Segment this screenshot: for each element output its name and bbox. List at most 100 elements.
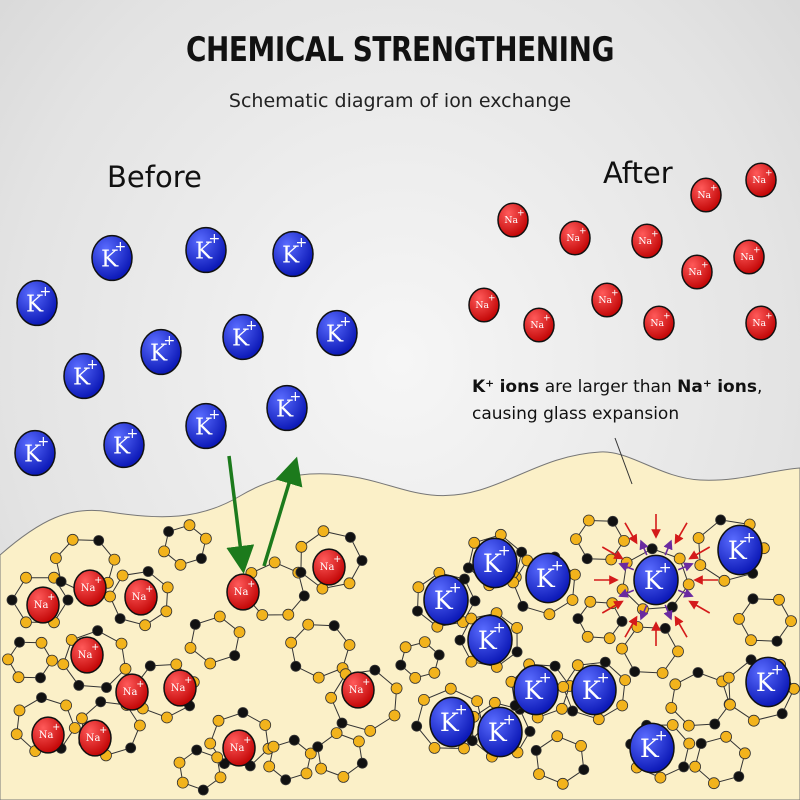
oxygen-node (330, 727, 343, 739)
oxygen-node (119, 662, 132, 675)
oxygen-node (139, 619, 152, 632)
sodium-ion: Na+ (591, 282, 623, 318)
na-ion-body (115, 673, 149, 711)
sodium-ion: Na+ (163, 669, 197, 707)
k-ion-symbol: K (434, 586, 454, 615)
ion-charge: + (38, 434, 50, 450)
expansion-arrow (677, 562, 694, 572)
k-ion-body (140, 328, 182, 376)
silicon-node (462, 562, 474, 574)
ion-charge: + (184, 675, 192, 686)
silicon-node (572, 613, 584, 624)
ion-charge: + (209, 231, 221, 247)
potassium-ion: K+ (140, 328, 182, 376)
ion-charge: + (493, 618, 506, 636)
oxygen-node (724, 698, 736, 711)
oxygen-node (418, 636, 431, 648)
k-ion-symbol: K (640, 734, 660, 763)
oxygen-node (785, 615, 797, 627)
oxygen-node (233, 626, 246, 638)
ion-charge: + (340, 314, 352, 330)
na-ion-symbol: Na (123, 687, 138, 698)
silicon-node (459, 573, 470, 585)
k-ion-body (272, 230, 314, 278)
k-ion-symbol: K (440, 708, 460, 737)
oxygen-node (682, 719, 695, 732)
oxygen-node (656, 667, 669, 679)
sodium-ion: Na+ (733, 239, 765, 275)
silicon-node (581, 553, 593, 565)
na-ion-body (26, 586, 60, 624)
oxygen-node (158, 545, 171, 558)
na-ion-body (591, 282, 623, 318)
k-ion-body (185, 402, 227, 450)
na-ion-body (681, 254, 713, 290)
na-ion-symbol: Na (752, 175, 766, 186)
silicon-node (549, 660, 561, 672)
na-ion-symbol: Na (650, 318, 664, 329)
ion-charge: + (753, 246, 761, 256)
silicon-node (101, 682, 112, 693)
oxygen-node (722, 671, 735, 684)
silicon-node (290, 660, 302, 672)
oxygen-node (566, 594, 579, 606)
silicon-node (298, 590, 310, 602)
silicon-node (395, 659, 407, 671)
compression-arrow (674, 522, 688, 545)
oxygen-node (256, 609, 269, 621)
na-ion-body (222, 729, 256, 767)
na-ion-symbol: Na (230, 743, 245, 754)
potassium-ion: K+ (717, 524, 763, 576)
potassium-ion: K+ (745, 656, 791, 708)
silicon-node (666, 601, 678, 613)
na-ion-symbol: Na (171, 683, 186, 694)
oxygen-node (115, 637, 128, 650)
silicon-node (92, 625, 103, 637)
oxygen-node (267, 740, 280, 753)
arrows-layer (226, 437, 718, 646)
silicon-node (659, 623, 671, 634)
oxygen-node (556, 777, 569, 790)
oxygen-node (584, 595, 597, 608)
ion-charge: + (655, 726, 668, 744)
silicon-node (771, 635, 783, 647)
oxygen-node (417, 694, 430, 706)
silicon-node (6, 594, 18, 606)
sodium-ion: Na+ (745, 162, 777, 198)
ion-charge: + (611, 289, 619, 299)
after-label: After (603, 156, 673, 190)
compression-arrow (624, 615, 638, 638)
sodium-ion: Na+ (73, 569, 107, 607)
oxygen-node (390, 682, 403, 695)
oxygen-node (689, 760, 701, 773)
oxygen-node (268, 556, 281, 569)
na-ion-symbol: Na (697, 190, 711, 201)
silicon-node (95, 696, 107, 708)
na-ion-body (523, 307, 555, 343)
k-ion-body (266, 384, 308, 432)
k-ion-symbol: K (728, 536, 748, 565)
potassium-ion: K+ (525, 552, 571, 604)
ion-charge: + (99, 725, 107, 736)
oxygen-node (739, 747, 751, 760)
oxygen-node (66, 533, 79, 546)
oxygen-node (618, 535, 630, 547)
oxygen-node (556, 702, 568, 715)
oxygen-node (428, 742, 441, 754)
before-label: Before (107, 160, 202, 194)
k-ion-body (429, 696, 475, 748)
potassium-ion: K+ (477, 706, 523, 758)
oxygen-node (557, 681, 570, 693)
na-ion-symbol: Na (740, 252, 754, 263)
ion-charge: + (362, 677, 370, 688)
k-ion-body (571, 664, 617, 716)
silicon-node (125, 742, 137, 754)
sodium-ion: Na+ (70, 636, 104, 674)
ion-charge: + (659, 558, 672, 576)
oxygen-node (35, 636, 48, 649)
silicon-node (578, 764, 590, 775)
na-ion-body (31, 716, 65, 754)
sodium-ion: Na+ (78, 719, 112, 757)
ion-charge: + (47, 592, 55, 603)
k-ion-body (629, 722, 675, 774)
